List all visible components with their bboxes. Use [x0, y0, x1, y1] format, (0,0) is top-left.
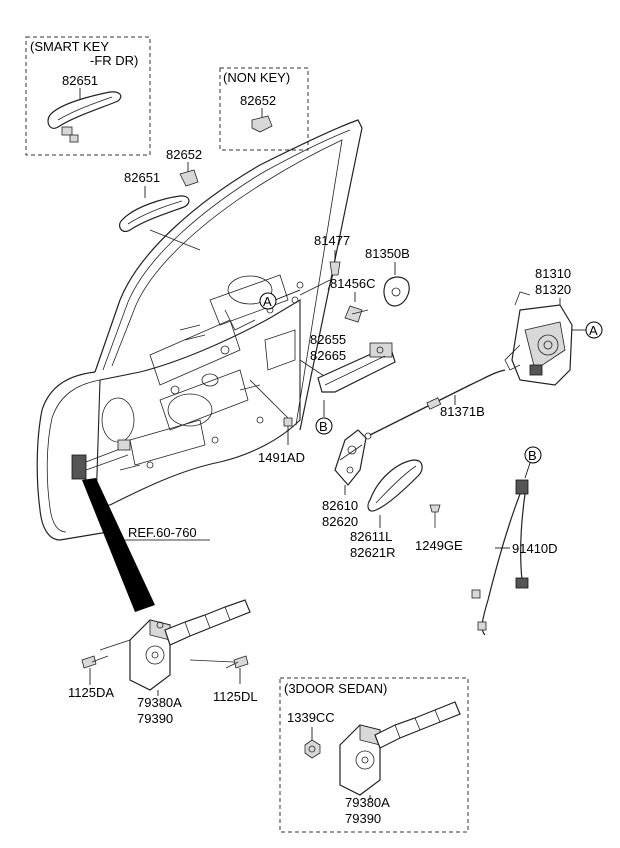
door-frame-drawing	[36, 119, 363, 541]
bolt-1125da-drawing	[81, 655, 109, 669]
outside-handle-drawing	[118, 195, 190, 232]
callout-a-left	[259, 292, 277, 310]
callout-a-right-text: A	[589, 323, 598, 338]
label-82651: 82651	[124, 170, 160, 185]
smart-key-part-label: 82651	[62, 73, 98, 88]
bolt-1125dl-drawing	[225, 655, 249, 669]
label-81477: 81477	[314, 233, 350, 248]
door-checker-drawing	[129, 599, 251, 691]
label-81350b: 81350B	[365, 246, 410, 261]
callout-b-right-text: B	[528, 448, 537, 463]
smart-key-handle-drawing	[47, 91, 122, 143]
three-door-part-79380a: 79380A	[345, 795, 390, 810]
callout-a-left-text: A	[263, 294, 272, 309]
smart-key-box: (SMART KEY -FR DR) 82651	[25, 36, 151, 156]
door-latch-81310-drawing	[504, 291, 573, 386]
callout-b-left-text: B	[319, 419, 328, 434]
label-82610: 82610	[322, 498, 358, 513]
three-door-part-1339cc: 1339CC	[287, 710, 335, 725]
smart-key-title-line2: -FR DR)	[90, 53, 138, 68]
label-82621r: 82621R	[350, 545, 396, 560]
label-81371b: 81371B	[440, 404, 485, 419]
label-1125dl: 1125DL	[213, 689, 258, 704]
label-82611l: 82611L	[350, 529, 392, 544]
label-82620: 82620	[322, 514, 358, 529]
inside-handle-82655-drawing	[317, 342, 396, 393]
label-82655: 82655	[310, 332, 346, 347]
label-91410d: 91410D	[512, 541, 558, 556]
label-1491ad: 1491AD	[258, 450, 305, 465]
non-key-title: (NON KEY)	[223, 70, 290, 85]
label-81456c: 81456C	[330, 276, 376, 291]
label-1125da: 1125DA	[68, 685, 114, 700]
callout-b-right	[524, 446, 542, 464]
label-79390-main: 79390	[137, 711, 173, 726]
wiring-harness-drawing	[71, 439, 155, 612]
three-door-box: (3DOOR SEDAN) 1339CC 79380A 79390	[279, 677, 469, 833]
label-81320: 81320	[535, 282, 571, 297]
three-door-title: (3DOOR SEDAN)	[284, 681, 387, 696]
handle-bracket-82610-drawing	[334, 429, 367, 486]
label-82652: 82652	[166, 147, 202, 162]
smart-key-title-line1: (SMART KEY	[30, 39, 109, 54]
label-79380a-main: 79380A	[137, 695, 182, 710]
non-key-box: (NON KEY) 82652	[219, 67, 309, 151]
bracket-81350b-drawing	[383, 276, 410, 307]
label-1249ge: 1249GE	[415, 538, 463, 553]
three-door-checker-drawing	[304, 701, 461, 796]
three-door-part-79390: 79390	[345, 811, 381, 826]
outside-handle-82611l-drawing	[367, 459, 423, 512]
label-82665: 82665	[310, 348, 346, 363]
cable-91410d-drawing	[471, 479, 529, 636]
label-81310: 81310	[535, 266, 571, 281]
callout-a-right	[585, 321, 603, 339]
callout-b-left	[315, 417, 333, 435]
label-ref-60-760: REF.60-760	[128, 525, 197, 540]
non-key-part-label: 82652	[240, 93, 276, 108]
